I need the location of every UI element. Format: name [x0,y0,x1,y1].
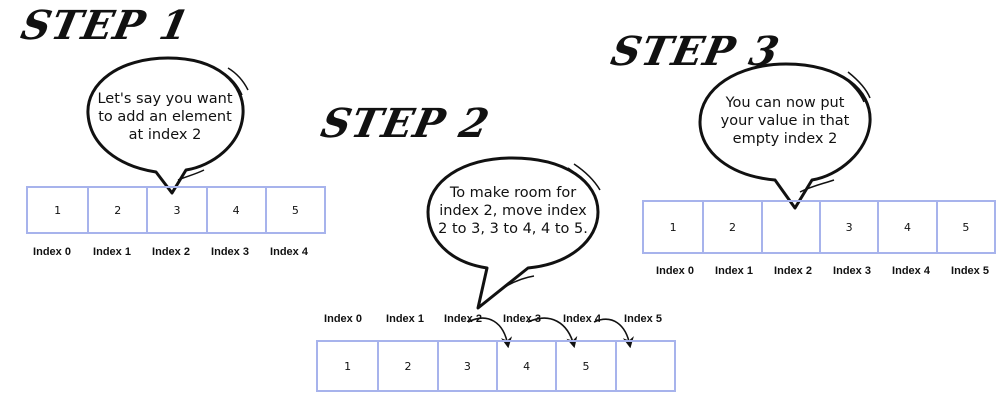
step3-bubble-line: your value in that [720,113,850,129]
step1-index-label: Index 1 [93,246,131,258]
step1-index-label: Index 4 [270,246,308,258]
step3-index-label: Index 1 [715,265,753,277]
step3-cell-1: 2 [702,202,760,252]
step2-cell-1: 2 [377,342,436,390]
step3-cell-4: 4 [877,202,935,252]
step2-title: STEP 2 [317,100,494,147]
step3-index-label: Index 3 [833,265,871,277]
step2-index-label: Index 5 [624,313,662,325]
step2-cell-0: 1 [344,359,352,373]
step2-index-label: Index 1 [386,313,424,325]
step3-index-label: Index 5 [951,265,989,277]
step1-cell-1: 2 [87,188,146,232]
step3-index-label: Index 4 [892,265,930,277]
step2-array: 1 2 3 4 5 [316,340,676,392]
step2-index-label: Index 2 [444,313,482,325]
step2-bubble-line: index 2, move index [439,203,587,219]
step3-title: STEP 3 [607,28,784,75]
step2-cell-3: 4 [496,342,555,390]
step1-title: STEP 1 [17,2,194,49]
step1-bubble-line: to add an element [98,109,232,125]
step3-bubble-line: You can now put [725,95,845,111]
step1-cell-2: 3 [146,188,205,232]
move-arrow-3-to-4 [527,317,578,349]
step3-cell-2 [760,202,819,252]
step2-bubble-line: 2 to 3, 3 to 4, 4 to 5. [438,221,588,237]
step1-index-label: Index 0 [33,246,71,258]
step2-bubble-line: To make room for [449,185,577,201]
step2-speech-bubble [426,156,600,310]
step3-bubble-text: You can now put your value in that empty… [702,94,868,148]
step3-speech-bubble [698,62,872,210]
step1-bubble-line: at index 2 [128,127,202,143]
step1-index-label: Index 2 [152,246,190,258]
step3-array: 1 2 3 4 5 [642,200,996,254]
step3-bubble-line: empty index 2 [732,131,838,147]
step2-bubble-text: To make room for index 2, move index 2 t… [430,184,596,238]
move-arrow-2-to-3 [467,317,513,349]
step1-bubble-accents [177,67,249,181]
step1-bubble-line: Let's say you want [97,91,233,107]
step1-index-label: Index 3 [211,246,249,258]
step1-cell-4: 5 [264,188,324,232]
step3-index-label: Index 2 [774,265,812,277]
step2-cell-4: 5 [555,342,614,390]
step2-cell-2: 3 [436,342,496,390]
step3-cell-0: 1 [669,220,677,234]
step3-cell-3: 3 [819,202,877,252]
step1-bubble-text: Let's say you want to add an element at … [90,90,240,144]
step1-array: 1 2 3 4 5 [26,186,326,234]
step3-index-label: Index 0 [656,265,694,277]
step2-index-label: Index 4 [563,313,601,325]
step1-cell-0: 1 [54,203,62,217]
step1-cell-3: 4 [205,188,265,232]
step3-bubble-accents [799,71,871,193]
step3-cell-5: 5 [935,202,994,252]
step2-index-label: Index 0 [324,313,362,325]
step2-bubble-accents [499,163,601,291]
step2-index-label: Index 3 [503,313,541,325]
step1-speech-bubble [86,56,245,195]
step2-cell-5 [614,342,674,390]
